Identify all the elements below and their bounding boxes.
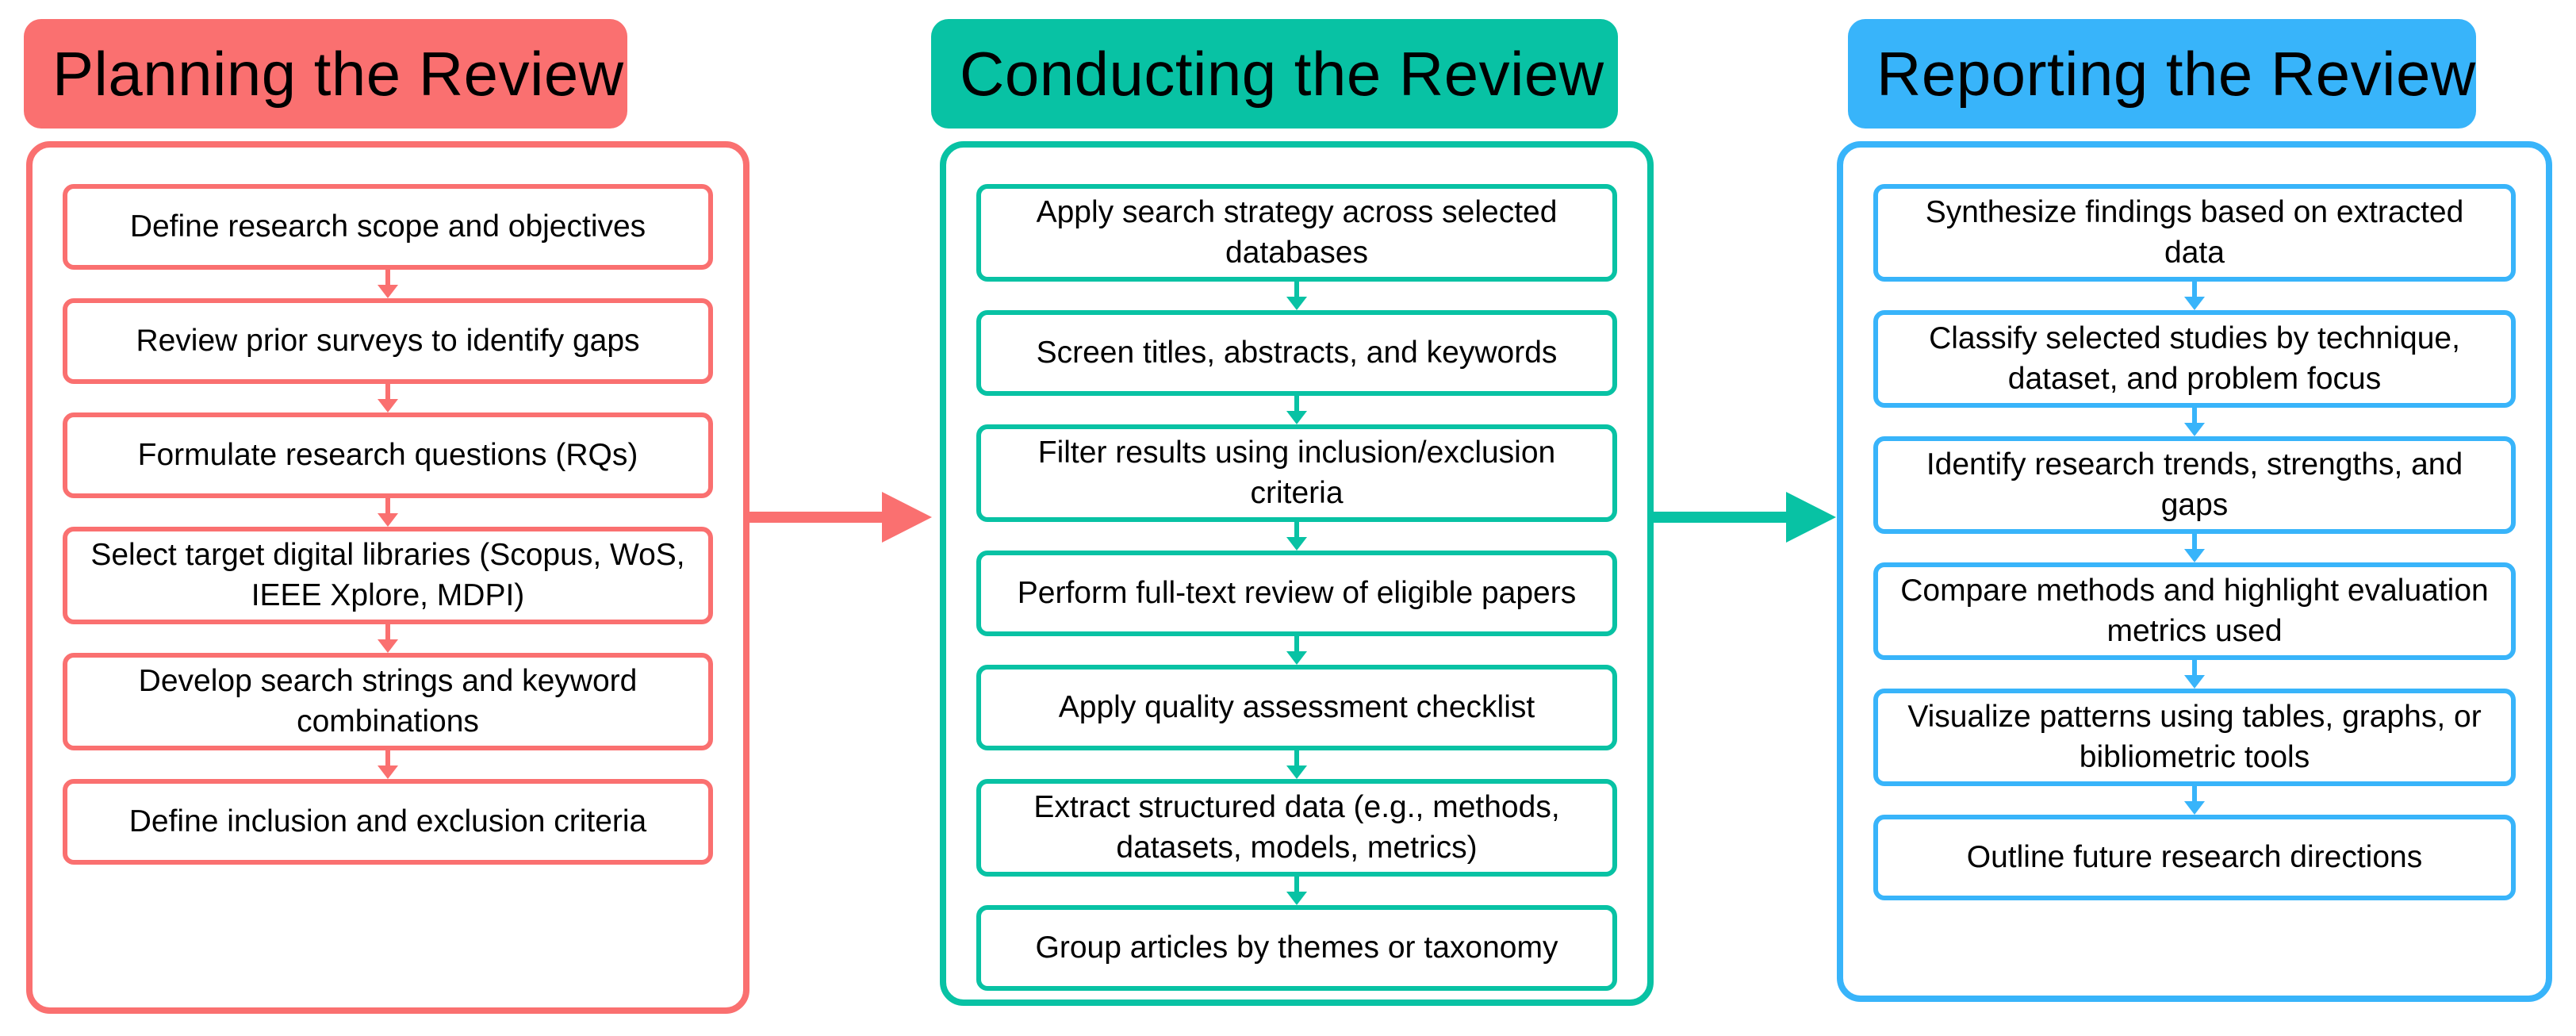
phase-title-banner: Reporting the Review (1848, 19, 2476, 129)
step-box: Formulate research questions (RQs) (63, 412, 713, 498)
phase-title-banner: Conducting the Review (931, 19, 1618, 129)
down-arrow-icon (63, 750, 713, 779)
step-box: Screen titles, abstracts, and keywords (976, 309, 1617, 396)
down-arrow-icon (976, 521, 1617, 551)
down-arrow-icon (63, 384, 713, 412)
step-box: Synthesize findings based on extracted d… (1873, 184, 2516, 282)
down-arrow-icon (63, 270, 713, 298)
step-box: Group articles by themes or taxonomy (976, 904, 1617, 991)
step-box: Apply quality assessment checklist (976, 664, 1617, 750)
phase-steps-container: Apply search strategy across selected da… (940, 141, 1654, 1006)
step-box: Select target digital libraries (Scopus,… (63, 527, 713, 624)
step-box: Classify selected studies by technique, … (1873, 309, 2516, 408)
phase-steps-container: Synthesize findings based on extracted d… (1837, 141, 2552, 1002)
steps-list: Synthesize findings based on extracted d… (1843, 148, 2546, 900)
step-box: Extract structured data (e.g., methods, … (976, 778, 1617, 877)
step-box: Outline future research directions (1873, 814, 2516, 900)
step-box: Identify research trends, strengths, and… (1873, 436, 2516, 534)
down-arrow-icon (1873, 533, 2516, 562)
step-box: Apply search strategy across selected da… (976, 184, 1617, 282)
down-arrow-icon (1873, 407, 2516, 436)
flow-arrow-planning-to-conducting-icon (747, 492, 932, 543)
down-arrow-icon (976, 281, 1617, 310)
flow-arrow-conducting-to-reporting-icon (1651, 492, 1836, 543)
step-box: Define inclusion and exclusion criteria (63, 778, 713, 865)
down-arrow-icon (1873, 785, 2516, 815)
down-arrow-icon (63, 624, 713, 653)
down-arrow-icon (976, 876, 1617, 905)
down-arrow-icon (63, 498, 713, 527)
step-box: Define research scope and objectives (63, 184, 713, 270)
step-box: Perform full-text review of eligible pap… (976, 550, 1617, 636)
down-arrow-icon (976, 750, 1617, 779)
step-box: Filter results using inclusion/exclusion… (976, 424, 1617, 522)
down-arrow-icon (1873, 281, 2516, 310)
down-arrow-icon (976, 635, 1617, 665)
down-arrow-icon (976, 395, 1617, 424)
step-box: Visualize patterns using tables, graphs,… (1873, 688, 2516, 786)
step-box: Review prior surveys to identify gaps (63, 298, 713, 384)
step-box: Develop search strings and keyword combi… (63, 652, 713, 750)
steps-list: Apply search strategy across selected da… (946, 148, 1647, 991)
phase-title-banner: Planning the Review (24, 19, 627, 129)
down-arrow-icon (1873, 659, 2516, 689)
step-box: Compare methods and highlight evaluation… (1873, 562, 2516, 660)
